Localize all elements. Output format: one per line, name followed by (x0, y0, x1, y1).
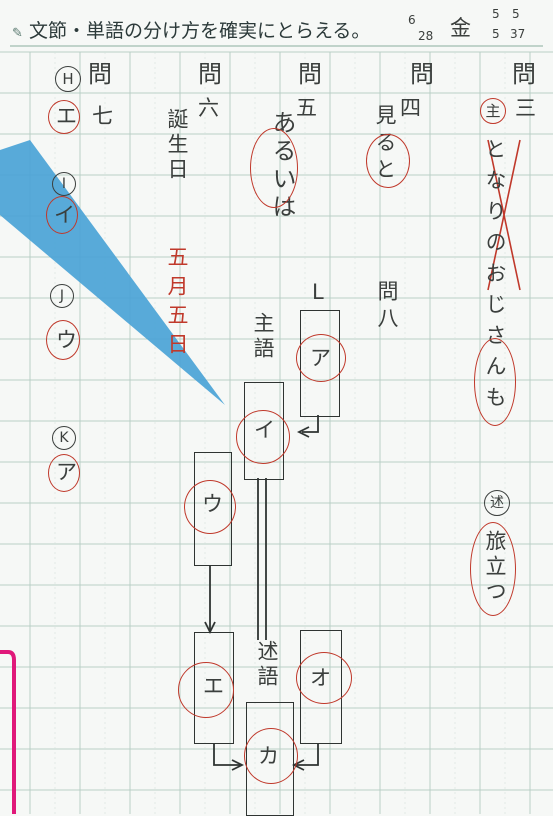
date-month: 6 (408, 13, 416, 27)
q8-label: 問八 (375, 280, 399, 334)
diagram-predicate: 述語 (255, 640, 279, 690)
blue-pointer-shape (0, 140, 225, 405)
diagram-subject: 主語 (251, 312, 275, 362)
q1-answer-j-marker: J (50, 284, 74, 308)
q3-marker: 五 (296, 96, 317, 120)
score-bottom-a: 5 (492, 27, 500, 41)
diagram-box-a-circle (296, 334, 346, 382)
q4-answer-circle (366, 134, 410, 188)
q7-ans3-circle (46, 320, 80, 360)
q3-circle-mark: 主 (480, 98, 506, 124)
diagram-box-ka-circle (244, 728, 298, 784)
q4-label: 問 (410, 60, 434, 88)
q4-marker: 四 (400, 96, 421, 120)
q7-label: 七 (92, 104, 113, 128)
score-top-a: 5 (492, 7, 500, 21)
q6-answer-text: 誕生日 (165, 108, 189, 183)
score-bottom-b: 37 (510, 27, 526, 41)
q7-ans2-circle (46, 196, 78, 234)
q5-answer-circle (250, 128, 298, 208)
q6-red-date: 五月五日 (165, 246, 189, 362)
q7-ans4-circle (48, 454, 80, 492)
q3-predicate-circle (470, 522, 516, 616)
q2-marker: 六 (198, 96, 219, 120)
weekday: 金 (450, 16, 471, 40)
diagram-l-mark: L (312, 280, 324, 304)
date-day: 28 (418, 29, 434, 43)
diagram-box-e-circle (178, 662, 234, 718)
q5-marker: 三 (515, 96, 536, 120)
score-top-b: 5 (512, 7, 520, 21)
pencil-icon: ✎ (12, 26, 23, 41)
q3-label: 問 (298, 60, 322, 88)
q7-ans1-circle (48, 100, 80, 134)
diagram-box-i-circle (236, 410, 290, 464)
q1-answer-i-marker: I (52, 172, 76, 196)
q1-answer-k-marker: K (52, 426, 76, 450)
q5-label: 問 (512, 60, 536, 88)
q3-pred-mark: 述 (484, 490, 510, 516)
q2-label: 問 (198, 60, 222, 88)
q1-marker: H (55, 66, 81, 92)
page-title: ✎ 文節・単語の分け方を確実にとらえる。 (12, 20, 371, 42)
diagram-box-o-circle (296, 652, 352, 704)
magenta-frame-edge (0, 650, 16, 814)
q1-label: 問 (88, 60, 112, 88)
diagram-box-u-circle (184, 480, 236, 534)
q3-answer-circle (474, 338, 516, 426)
